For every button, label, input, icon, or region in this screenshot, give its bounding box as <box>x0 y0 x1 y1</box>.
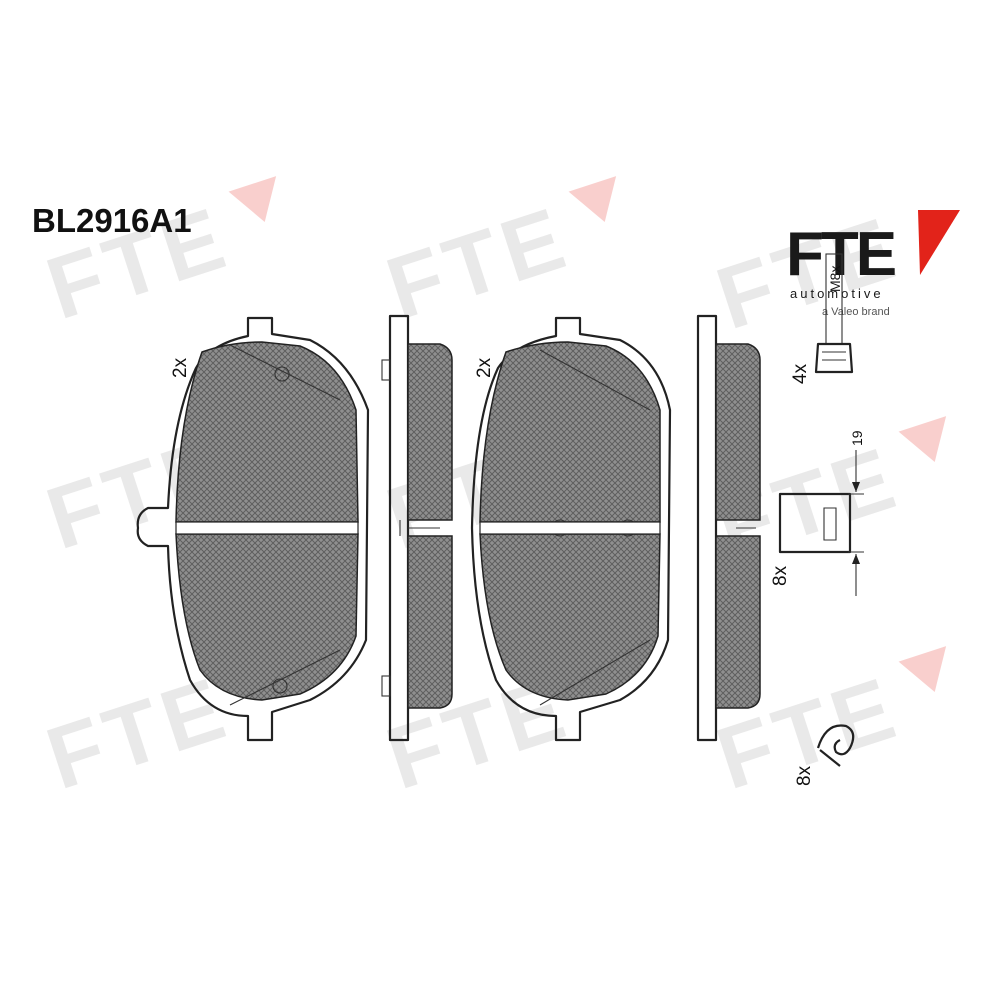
right-pad-backing-plate <box>470 316 672 742</box>
left-pad-side-view <box>381 314 453 742</box>
spring-clip-wire <box>816 724 855 767</box>
spring-clip-quantity: 8x <box>794 765 815 786</box>
bolt-quantity: 4x <box>790 363 811 384</box>
right-pad-side-view <box>696 314 761 742</box>
right-pad-friction-upper <box>479 341 661 523</box>
wear-sensor-tab <box>823 507 837 541</box>
right-pad-front-view <box>470 316 672 742</box>
brand-subtitle: automotive <box>790 286 884 301</box>
left-pad-side-friction-upper <box>407 343 453 521</box>
left-pad-friction-upper <box>175 341 359 523</box>
watermark-2: FTE <box>375 176 617 338</box>
bolt-size: M8x <box>827 266 843 292</box>
right-pad-center-slot <box>479 521 661 535</box>
right-pad-quantity: 2x <box>474 357 495 378</box>
left-pad-wear-indicator-hole <box>272 678 288 694</box>
left-pad-quantity: 2x <box>170 357 191 378</box>
bolt-thread <box>822 351 846 361</box>
watermark-triangle <box>228 176 277 222</box>
left-pad-side-friction-lower <box>407 535 453 709</box>
left-pad-chamfer-line <box>229 649 341 706</box>
right-pad-side-backing <box>696 314 718 742</box>
left-pad-side-clip <box>399 520 440 536</box>
dimension-arrow-bottom <box>852 554 860 564</box>
left-pad-wear-indicator-hole <box>274 366 290 382</box>
watermark-1: FTE <box>35 176 277 338</box>
dimension-line <box>848 450 864 596</box>
right-pad-chamfer-line <box>539 639 651 706</box>
left-pad-friction-lower <box>175 533 359 701</box>
wear-sensor-accessory: 19 <box>778 430 865 596</box>
left-pad-backing-plate <box>136 316 370 742</box>
bolt-head <box>814 342 854 374</box>
dimension-arrow-top <box>852 482 860 492</box>
right-pad-side-friction-upper <box>715 343 761 521</box>
watermark-triangle <box>898 416 947 462</box>
watermark-triangle <box>898 646 947 692</box>
wear-sensor-quantity: 8x <box>770 565 791 586</box>
right-pad-friction-lower <box>479 533 661 701</box>
left-pad-chamfer-line <box>229 344 341 401</box>
watermark-triangle <box>568 176 617 222</box>
brand-logo-triangle <box>918 210 960 275</box>
right-pad-side-friction-lower <box>715 535 761 709</box>
spring-clip-accessory <box>816 724 855 767</box>
part-number: BL2916A1 <box>32 202 192 239</box>
left-pad-front-view <box>136 316 370 742</box>
left-pad-side-shim <box>381 675 391 697</box>
bolt-accessory: M8x <box>814 253 854 374</box>
brand-tagline: a Valeo brand <box>822 306 890 318</box>
wear-sensor-dimension: 19 <box>849 430 865 446</box>
right-pad-chamfer-line <box>539 349 651 411</box>
left-pad-side-shim <box>381 359 391 381</box>
left-pad-center-slot <box>175 521 359 535</box>
